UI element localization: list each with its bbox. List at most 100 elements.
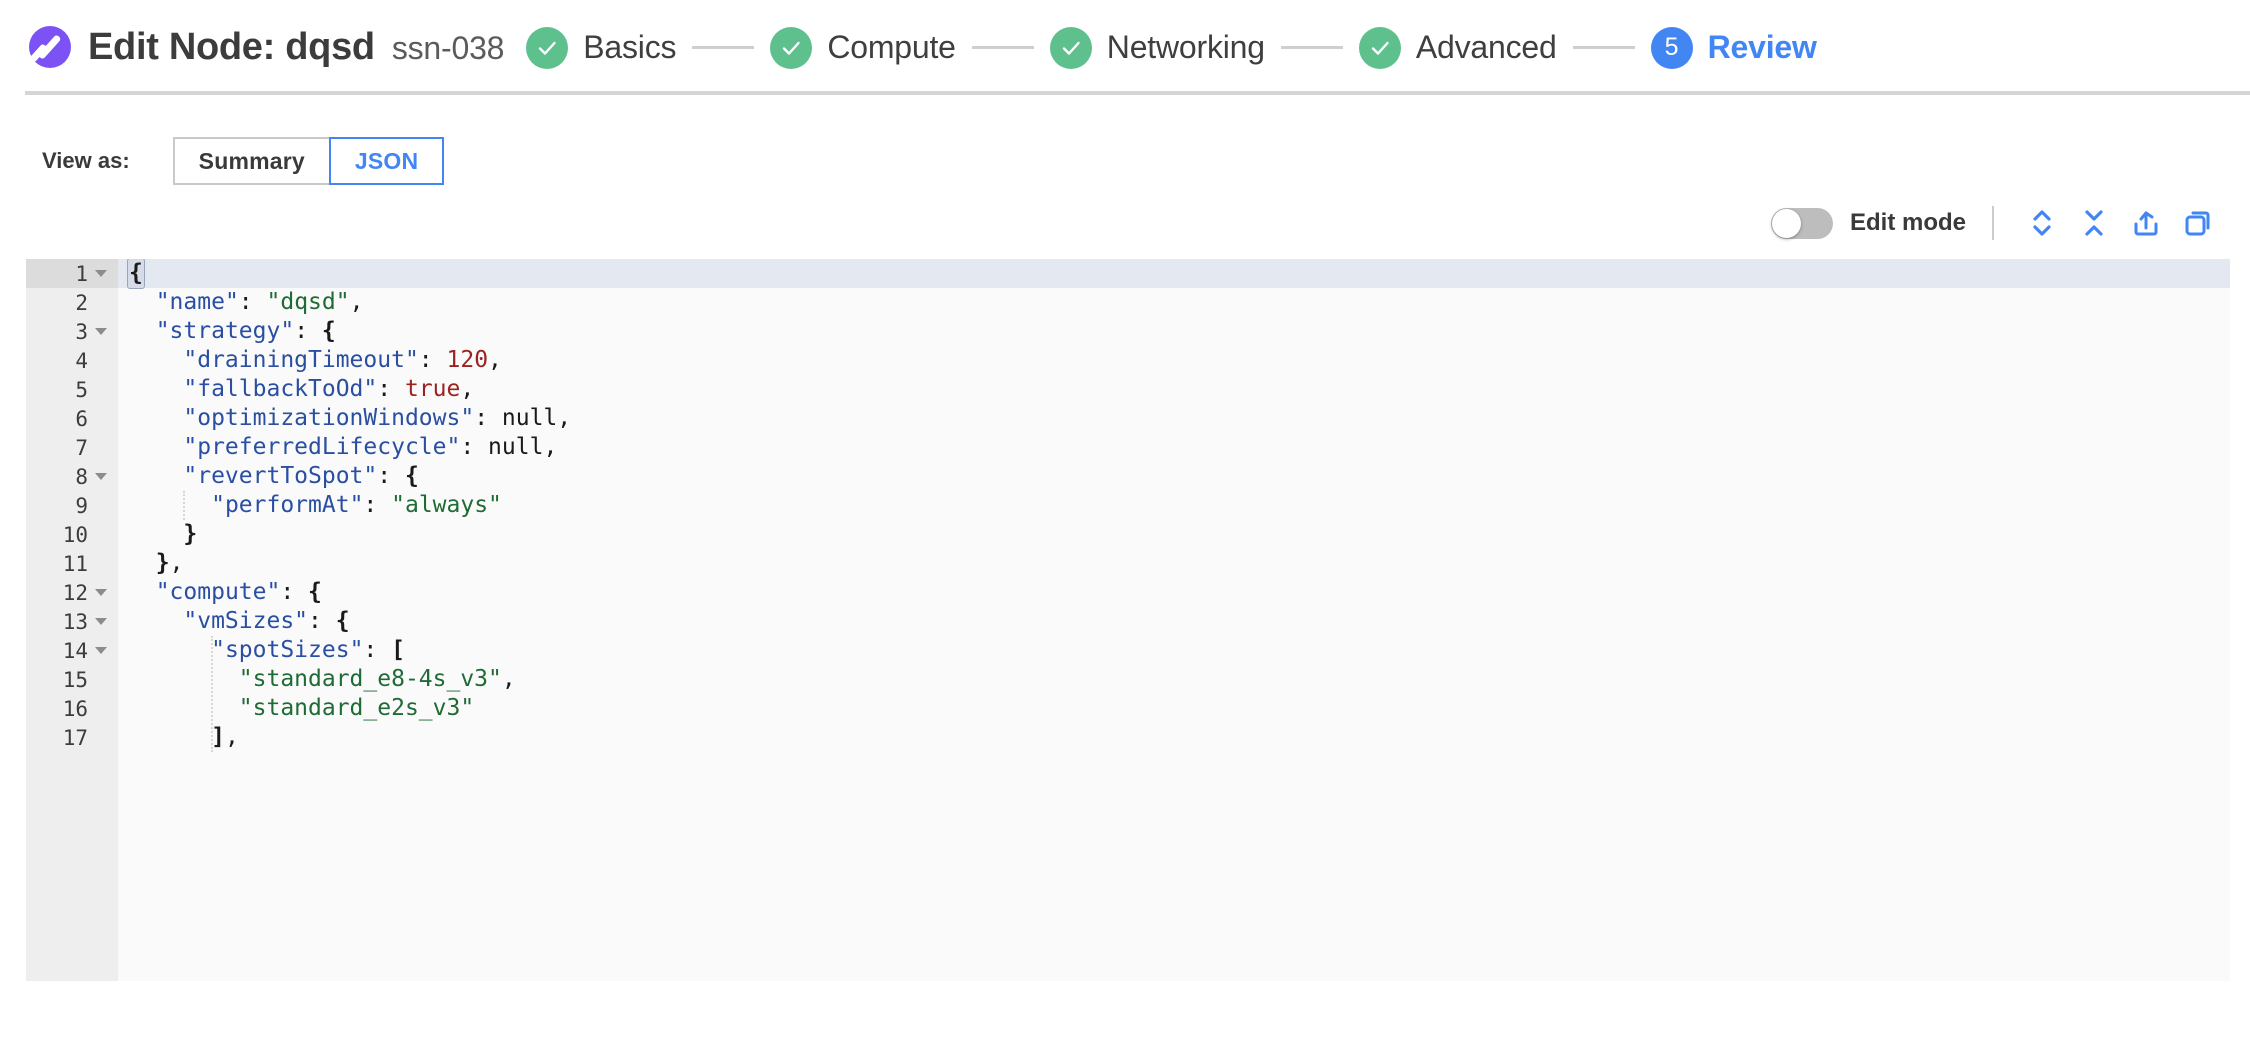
indent — [128, 288, 156, 317]
code-line-5[interactable]: "fallbackToOd": true, — [118, 375, 2230, 404]
step-connector — [1280, 46, 1343, 49]
copy-icon[interactable] — [2172, 201, 2224, 245]
gutter-line-7[interactable]: 7 — [26, 433, 118, 462]
gutter-line-13[interactable]: 13 — [26, 607, 118, 636]
wizard-step-networking[interactable]: Networking — [1049, 26, 1265, 69]
json-token-brace: ] — [211, 724, 225, 750]
gutter-line-11[interactable]: 11 — [26, 549, 118, 578]
json-token-brace: { — [335, 608, 350, 634]
code-area[interactable]: { "name": "dqsd", "strategy": { "drainin… — [118, 259, 2230, 981]
wizard-step-label: Compute — [827, 29, 956, 65]
json-token-key: "revertToSpot" — [183, 463, 378, 489]
expand-all-icon[interactable] — [2016, 201, 2068, 245]
share-export-icon[interactable] — [2120, 201, 2172, 245]
json-token-punc: : — [363, 637, 392, 663]
indent — [128, 607, 183, 636]
gutter-line-12[interactable]: 12 — [26, 578, 118, 607]
code-line-3[interactable]: "strategy": { — [118, 317, 2230, 346]
collapse-all-icon[interactable] — [2068, 201, 2120, 245]
code-line-14[interactable]: "spotSizes": [ — [118, 636, 2230, 665]
json-token-key: "compute" — [155, 579, 281, 605]
check-icon — [770, 26, 813, 69]
code-line-1[interactable]: { — [118, 259, 2230, 289]
json-token-brace: { — [404, 463, 419, 489]
json-token-punc: , — [543, 434, 558, 460]
gutter-line-8[interactable]: 8 — [26, 462, 118, 491]
code-line-13[interactable]: "vmSizes": { — [118, 607, 2230, 636]
json-token-punc: , — [460, 376, 475, 402]
step-number: 5 — [1664, 33, 1679, 61]
wizard-step-compute[interactable]: Compute — [770, 26, 956, 69]
fold-toggle-icon[interactable] — [92, 589, 110, 596]
step-connector — [1572, 46, 1635, 49]
json-token-punc: , — [557, 405, 572, 431]
gutter-line-15[interactable]: 15 — [26, 665, 118, 694]
indent — [128, 491, 211, 520]
line-number: 17 — [62, 725, 88, 750]
view-as-option-json[interactable]: JSON — [328, 137, 445, 185]
code-line-9[interactable]: "performAt": "always" — [118, 491, 2230, 520]
code-line-15[interactable]: "standard_e8-4s_v3", — [118, 665, 2230, 694]
gutter-line-9[interactable]: 9 — [26, 491, 118, 520]
gutter-line-6[interactable]: 6 — [26, 404, 118, 433]
gutter-line-14[interactable]: 14 — [26, 636, 118, 665]
code-line-7[interactable]: "preferredLifecycle": null, — [118, 433, 2230, 462]
fold-toggle-icon[interactable] — [92, 618, 110, 625]
code-line-11[interactable]: }, — [118, 549, 2230, 578]
fold-toggle-icon[interactable] — [92, 270, 110, 277]
view-as-label: View as: — [42, 148, 130, 173]
indent — [128, 578, 156, 607]
gutter-line-1[interactable]: 1 — [26, 259, 118, 288]
indent — [128, 520, 183, 549]
line-number: 14 — [62, 638, 88, 663]
line-number: 15 — [62, 667, 88, 692]
json-token-punc: : — [377, 376, 405, 402]
view-as-option-summary[interactable]: Summary — [172, 137, 329, 185]
json-token-punc: : — [363, 492, 392, 518]
code-line-17[interactable]: ], — [118, 723, 2230, 752]
code-line-16[interactable]: "standard_e2s_v3" — [118, 694, 2230, 723]
indent — [128, 404, 183, 433]
json-token-punc: : — [377, 463, 405, 489]
json-token-key: "drainingTimeout" — [183, 347, 419, 373]
gutter-line-16[interactable]: 16 — [26, 694, 118, 723]
code-line-10[interactable]: } — [118, 520, 2230, 549]
gutter-line-17[interactable]: 17 — [26, 723, 118, 752]
gutter-line-5[interactable]: 5 — [26, 375, 118, 404]
wizard-step-label: Basics — [583, 29, 677, 65]
wizard-step-advanced[interactable]: Advanced — [1358, 26, 1557, 69]
line-number: 6 — [75, 406, 88, 431]
step-connector — [692, 46, 755, 49]
line-number: 7 — [75, 435, 88, 460]
json-token-punc: : — [308, 608, 336, 634]
view-as-row: View as: Summary JSON — [0, 95, 2250, 187]
code-line-6[interactable]: "optimizationWindows": null, — [118, 404, 2230, 433]
json-token-punc: , — [501, 666, 516, 692]
json-token-brace: [ — [391, 637, 405, 663]
json-token-key: "name" — [155, 289, 239, 315]
edit-mode-toggle-knob — [1771, 208, 1801, 238]
gutter-line-2[interactable]: 2 — [26, 288, 118, 317]
indent — [128, 636, 211, 665]
json-token-key: "spotSizes" — [211, 637, 364, 663]
fold-toggle-icon[interactable] — [92, 328, 110, 335]
json-token-brace: } — [183, 521, 198, 547]
fold-toggle-icon[interactable] — [92, 647, 110, 654]
fold-toggle-icon[interactable] — [92, 473, 110, 480]
code-line-12[interactable]: "compute": { — [118, 578, 2230, 607]
code-line-4[interactable]: "drainingTimeout": 120, — [118, 346, 2230, 375]
gutter-line-3[interactable]: 3 — [26, 317, 118, 346]
line-number: 12 — [62, 580, 88, 605]
json-token-str: "dqsd" — [266, 289, 350, 315]
spot-logo-icon — [22, 23, 72, 73]
gutter-line-4[interactable]: 4 — [26, 346, 118, 375]
gutter-line-10[interactable]: 10 — [26, 520, 118, 549]
edit-mode-toggle[interactable] — [1770, 207, 1833, 239]
wizard-step-basics[interactable]: Basics — [526, 26, 677, 69]
code-line-8[interactable]: "revertToSpot": { — [118, 462, 2230, 491]
code-line-2[interactable]: "name": "dqsd", — [118, 288, 2230, 317]
json-token-punc: : — [474, 405, 502, 431]
